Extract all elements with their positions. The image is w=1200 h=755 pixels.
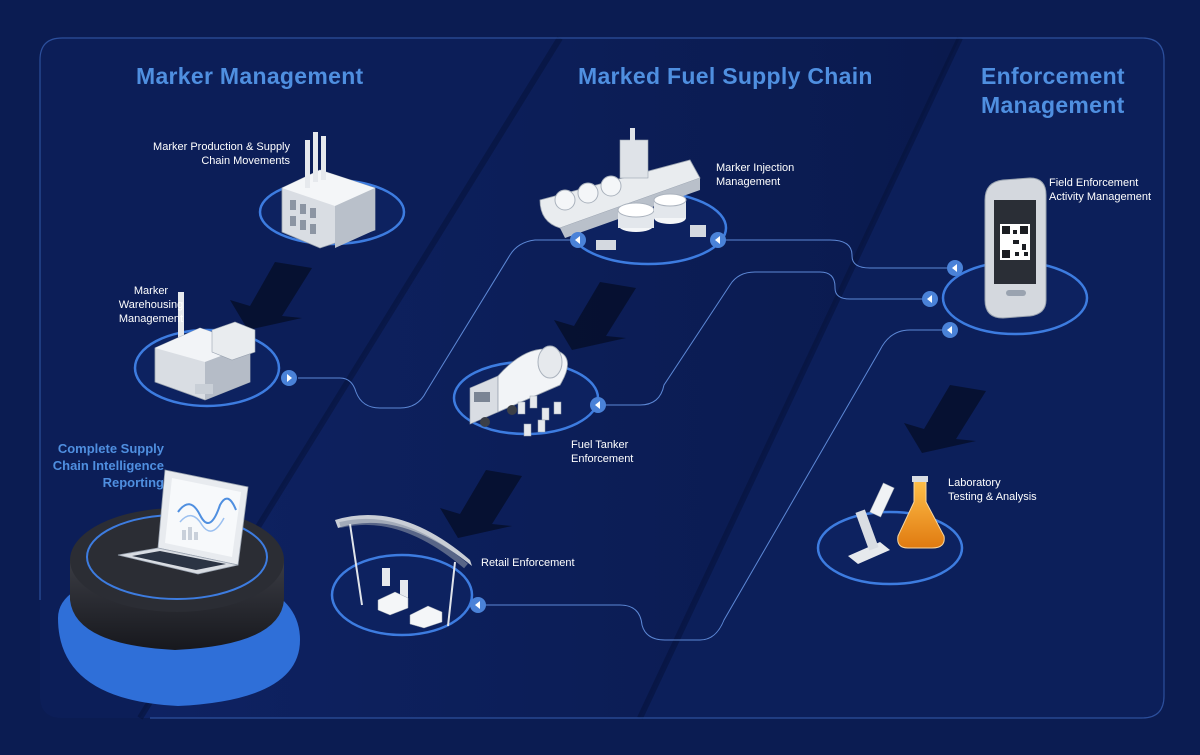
arrow-field-to-lab	[904, 385, 986, 453]
label-line: Marker Production & Supply	[153, 141, 290, 153]
heading-marker-management: Marker Management	[136, 63, 364, 89]
node-marker-warehousing[interactable]	[133, 292, 297, 408]
node-fuel-tanker[interactable]	[452, 345, 606, 437]
label-laboratory: Laboratory Testing & Analysis	[948, 476, 1078, 504]
label-line: Complete Supply	[57, 441, 164, 456]
node-laboratory[interactable]	[816, 476, 964, 586]
label-line: Management	[716, 176, 781, 188]
outer-frame-left	[39, 37, 63, 600]
label-line: Reporting	[102, 475, 164, 490]
smartphone-qr-icon	[984, 177, 1047, 319]
heading-enforcement-management-line2: Management	[981, 92, 1125, 118]
heading-marked-fuel-supply-chain: Marked Fuel Supply Chain	[578, 63, 873, 89]
label-line: Marker Injection	[716, 162, 795, 174]
node-field-enforcement[interactable]	[922, 177, 1089, 338]
arrow-production-to-warehouse	[230, 262, 312, 330]
ship-refinery-icon	[539, 128, 706, 250]
outer-frame	[62, 37, 1165, 719]
arrow-injection-to-tanker	[554, 282, 636, 350]
label-line: Warehousing	[118, 299, 184, 311]
label-complete-supply-chain-reporting: Complete Supply Chain Intelligence Repor…	[24, 440, 164, 491]
laptop-chart-icon	[117, 469, 249, 575]
label-marker-warehousing: Marker Warehousing Management	[96, 284, 206, 326]
label-field-enforcement: Field Enforcement Activity Management	[1049, 176, 1179, 204]
factory-icon	[281, 132, 376, 249]
label-line: Testing & Analysis	[948, 491, 1037, 503]
label-line: Retail Enforcement	[481, 557, 575, 569]
label-marker-production: Marker Production & Supply Chain Movemen…	[120, 140, 290, 168]
label-line: Activity Management	[1049, 191, 1152, 203]
label-line: Chain Intelligence	[52, 458, 164, 473]
label-fuel-tanker: Fuel Tanker Enforcement	[571, 438, 681, 466]
warehouse-icon	[154, 292, 256, 401]
label-line: Fuel Tanker	[571, 439, 629, 451]
fuel-station-icon	[335, 515, 472, 629]
flow-arrows	[230, 262, 986, 538]
microscope-flask-icon	[848, 476, 945, 564]
reporting-platform[interactable]	[58, 469, 300, 706]
label-line: Laboratory	[948, 477, 1001, 489]
arrow-tanker-to-retail	[440, 470, 522, 538]
label-line: Management	[118, 313, 184, 325]
label-marker-injection: Marker Injection Management	[716, 161, 846, 189]
fuel-tanker-icon	[469, 345, 568, 437]
connector-lines	[298, 239, 948, 641]
label-line: Chain Movements	[201, 155, 290, 167]
heading-enforcement-management-line1: Enforcement	[981, 63, 1125, 89]
label-retail-enforcement: Retail Enforcement	[481, 556, 611, 570]
node-marker-injection[interactable]	[539, 128, 728, 266]
label-line: Field Enforcement	[1049, 177, 1139, 189]
label-line: Marker	[133, 285, 169, 297]
node-retail-enforcement[interactable]	[330, 515, 486, 637]
label-line: Enforcement	[571, 453, 634, 465]
node-marker-production[interactable]	[258, 132, 406, 249]
